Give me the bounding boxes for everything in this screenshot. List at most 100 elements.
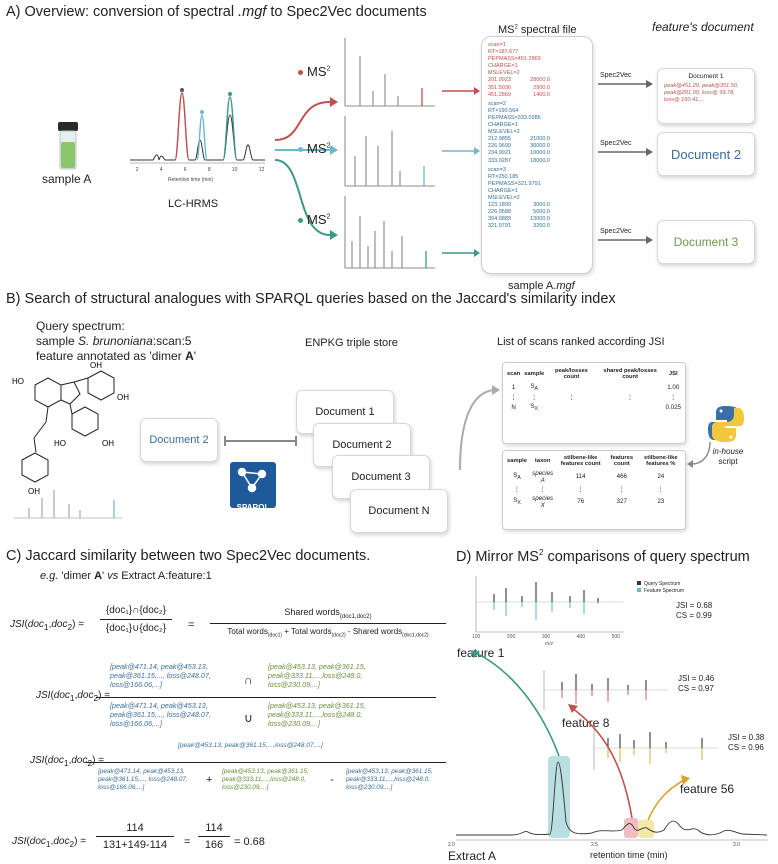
sample-vial-icon bbox=[58, 122, 78, 170]
eq3-doc2: [peak@453.13, peak@361.15, peak@333.11,.… bbox=[222, 768, 309, 791]
spec2vec-arrows bbox=[598, 80, 653, 244]
eq3-shared: [peak@453.13, peak@361.15, peak@333.11,.… bbox=[346, 768, 433, 791]
store-document-n: Document N bbox=[350, 489, 448, 533]
stilbene-table: sample taxon stilbene-like features coun… bbox=[502, 450, 686, 530]
chrom-axis-title: Retention time (min) bbox=[168, 177, 214, 183]
jsi-ranked-table: scan sample peak/losses count shared pea… bbox=[502, 362, 686, 444]
table-row: SA species A 114 466 24 bbox=[513, 469, 665, 484]
sparql-graph-icon bbox=[237, 467, 267, 493]
document-2-card: Document 2 bbox=[657, 132, 755, 176]
query-spectrum-bars bbox=[14, 490, 122, 519]
chrom-tick-1: 2.0 bbox=[448, 842, 455, 848]
document-1-title: Document 1 bbox=[688, 73, 724, 80]
feature-8-scores: JSI = 0.46 CS = 0.97 bbox=[678, 674, 715, 693]
ms2-label-1: MS2 bbox=[307, 64, 331, 79]
sparql-logo: SPARQL bbox=[230, 462, 276, 512]
spec2vec-label-1: Spec2Vec bbox=[600, 72, 632, 79]
scan-block-1: scan=1 RT=187.677 PEPMASS=451.2869 CHARG… bbox=[488, 42, 550, 98]
query-to-store-connector bbox=[224, 436, 297, 446]
sample-a-label: sample A bbox=[42, 172, 92, 186]
mirror-plot-1 bbox=[475, 576, 624, 633]
store-to-list-arrow bbox=[459, 385, 500, 471]
section-c-title: C) Jaccard similarity between two Spec2V… bbox=[6, 548, 371, 564]
eq2-doc2-bottom: [peak@453.13, peak@361.15, peak@333.11,.… bbox=[268, 701, 366, 728]
minus-symbol: - bbox=[330, 774, 334, 786]
table-row: SX species X 76 327 23 bbox=[513, 494, 665, 509]
oh-label-4: HO bbox=[54, 439, 66, 448]
spec2vec-label-2: Spec2Vec bbox=[600, 140, 632, 147]
oh-label-6: OH bbox=[28, 487, 40, 496]
section-c-example: e.g. 'dimer A' vs Extract A:feature:1 bbox=[40, 570, 212, 582]
ms2-file-title: MS2 spectral file bbox=[498, 24, 577, 36]
feature-8-label: feature 8 bbox=[562, 716, 610, 730]
feature-56-scores: JSI = 0.38 CS = 0.96 bbox=[728, 733, 765, 752]
mirror-axis-label: m/z bbox=[545, 641, 554, 647]
oh-label-2: OH bbox=[117, 393, 129, 402]
branch-arrows bbox=[275, 97, 338, 240]
mirror-legend: Query Spectrum Feature Spectrum bbox=[637, 581, 684, 595]
ms2-spectra-stack bbox=[344, 38, 435, 269]
scan-block-2: scan=2 RT=190.564 PEPMASS=333.0286 CHARG… bbox=[488, 100, 550, 164]
eq3-doc1: [peak@471.14, peak@453.13, peak@361.15,.… bbox=[98, 768, 188, 791]
ms2-teal-dot bbox=[298, 218, 303, 223]
ms2-label-2: MS2 bbox=[307, 141, 331, 156]
python-logo-icon bbox=[708, 406, 744, 442]
ms2-red-dot bbox=[298, 70, 303, 75]
oh-label-1: HO bbox=[12, 377, 24, 386]
section-a-title: A) Overview: conversion of spectral .mgf… bbox=[6, 4, 427, 20]
intersect-symbol: ∩ bbox=[244, 673, 253, 687]
eq4-fraction-2: 114 166 bbox=[198, 822, 230, 851]
feature-doc-title: feature's document bbox=[652, 20, 754, 34]
ms2-label-3: MS2 bbox=[307, 212, 331, 227]
chrom-axis-ticks: 2 4 6 8 10 12 bbox=[135, 167, 265, 173]
eq2-lhs: JSI(doc1,doc2) = bbox=[36, 690, 111, 703]
eq4-fraction-1: 114 131+149-114 bbox=[96, 822, 174, 851]
eq2-fraction-line bbox=[96, 697, 436, 698]
chrom-tick-3: 3.0 bbox=[733, 842, 740, 848]
table-row: N SX 0.025 bbox=[511, 403, 681, 413]
table-row: 1 SA 1.00 bbox=[511, 382, 680, 393]
mirror-plot-3 bbox=[593, 728, 718, 770]
ms2-spectral-file: scan=1 RT=187.677 PEPMASS=451.2869 CHARG… bbox=[481, 36, 593, 274]
union-symbol: ∪ bbox=[244, 711, 253, 725]
list-title: List of scans ranked according JSI bbox=[497, 336, 665, 348]
eq1-lhs: JSI(doc1,doc2) = bbox=[10, 619, 85, 632]
eq2-doc1-top: [peak@471.14, peak@453.13, peak@361.15,.… bbox=[110, 662, 211, 689]
dimer-a-structure: HO OH OH HO OH OH bbox=[12, 361, 129, 496]
ms2-file-caption: sample A.mgf bbox=[508, 280, 575, 292]
mirror-1-ticks: 100 200 300 400 500 bbox=[472, 634, 620, 640]
eq3-lhs: JSI(doc1,doc2) = bbox=[30, 755, 105, 768]
store-title: ENPKG triple store bbox=[305, 337, 398, 349]
lc-chromatogram bbox=[130, 88, 265, 164]
jsi-result: = 0.68 bbox=[234, 836, 265, 848]
table-row: ⋮ ⋮ ⋮ ⋮ ⋮ bbox=[510, 394, 677, 402]
feature-1-scores: JSI = 0.68 CS = 0.99 bbox=[676, 601, 713, 620]
extract-a-label: Extract A bbox=[448, 849, 497, 863]
lc-hrms-label: LC-HRMS bbox=[168, 198, 219, 210]
eq1-set-fraction: {doc₁}∩{doc₂} {doc₁}∪{doc₂} bbox=[100, 605, 172, 634]
eq2-doc1-bottom: [peak@471.14, peak@453.13, peak@361.15,.… bbox=[110, 701, 211, 728]
plus-symbol: + bbox=[206, 774, 213, 786]
in-house-script-label: in-house script bbox=[712, 447, 744, 466]
spec2vec-label-3: Spec2Vec bbox=[600, 228, 632, 235]
extract-a-chromatogram bbox=[456, 650, 768, 841]
eq2-doc2-top: [peak@453.13, peak@361.15, peak@333.11,.… bbox=[268, 662, 366, 689]
eq4-lhs: JSI(doc1,doc2) = bbox=[12, 836, 87, 849]
eq3-shared-words: [peak@453.13, peak@361.15,...,loss@248.0… bbox=[178, 742, 323, 749]
table-row: ⋮ ⋮ ⋮ ⋮ ⋮ bbox=[513, 485, 664, 493]
feature-1-label: feature 1 bbox=[457, 646, 505, 660]
eq3-fraction-line bbox=[86, 762, 446, 763]
to-file-arrows bbox=[442, 87, 480, 257]
chrom-x-label: retention time (min) bbox=[590, 850, 668, 860]
sparql-label: SPARQL bbox=[236, 503, 270, 512]
eq1-words-fraction: Shared words(doc1,doc2) Total words(doc1… bbox=[210, 607, 446, 638]
scan-block-3: scan=3 RT=250.185 PEPMASS=321.9791 CHARG… bbox=[488, 166, 550, 230]
document-1-words: peak@451.29, peak@351.50, peak@201.09, l… bbox=[664, 83, 739, 103]
ms2-blue-dot bbox=[298, 147, 303, 152]
eq4-equals: = bbox=[184, 836, 191, 848]
feature-56-label: feature 56 bbox=[680, 782, 735, 796]
document-1-card: Document 1 peak@451.29, peak@351.50, pea… bbox=[657, 68, 755, 124]
eq1-equals: = bbox=[188, 619, 195, 631]
script-arrow bbox=[687, 441, 711, 468]
mirror-plot-2 bbox=[543, 670, 668, 710]
